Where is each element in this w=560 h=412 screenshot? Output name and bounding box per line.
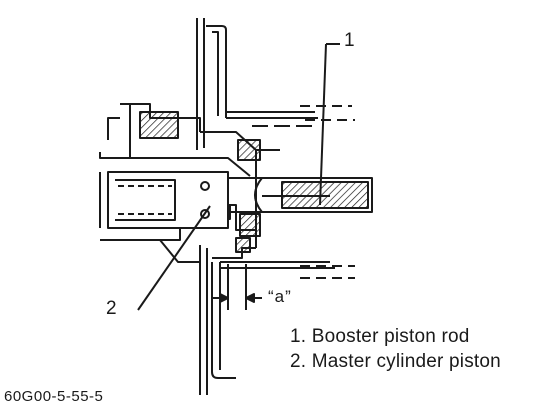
seal-bottom (235, 237, 251, 253)
seal-upper-left (139, 111, 179, 139)
callout-label-1: 1 (344, 30, 355, 51)
callout-label-2: 2 (106, 298, 117, 319)
booster-piston-rod (228, 150, 373, 248)
figure-id: 60G00-5-55-5 (4, 388, 104, 405)
legend-item-2: 2. Master cylinder piston (290, 351, 501, 372)
master-cylinder-piston (107, 171, 229, 229)
callout-leaders (137, 43, 340, 311)
legend-item-1: 1. Booster piston rod (290, 326, 470, 347)
gap-a-dimension (212, 264, 262, 310)
upper-diaphragm-plate (196, 18, 355, 150)
gap-a-label: “a” (268, 287, 292, 306)
seal-upper-right (237, 139, 261, 161)
